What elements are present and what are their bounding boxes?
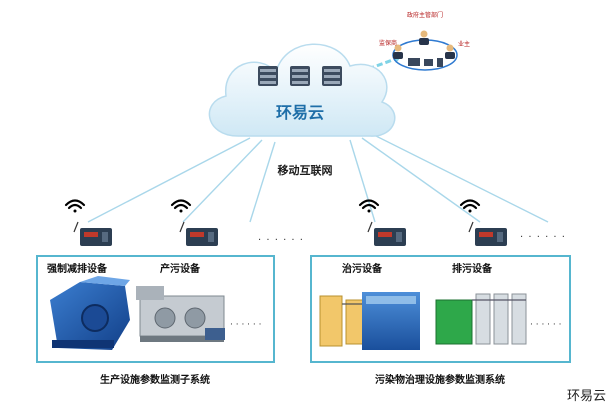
cloud-label: 环易云 bbox=[276, 103, 324, 122]
device-label-discharge: 排污设备 bbox=[452, 262, 493, 275]
wifi-icon bbox=[459, 199, 481, 213]
monitoring-terminal-icon bbox=[179, 221, 218, 246]
tablet-icon bbox=[424, 59, 433, 66]
server-icon bbox=[322, 66, 342, 86]
monitoring-terminal-icon bbox=[367, 221, 406, 246]
treatment-tank-image bbox=[319, 292, 420, 350]
terminal-ellipsis: · · · · · · bbox=[258, 235, 304, 246]
terminal-ellipsis: · · · · · · bbox=[520, 232, 566, 243]
wifi-icon bbox=[358, 199, 380, 213]
user-avatar-icon bbox=[445, 44, 455, 59]
network-label: 移动互联网 bbox=[278, 163, 333, 177]
cloud-icon bbox=[208, 43, 396, 137]
user-avatar-icon bbox=[393, 44, 403, 59]
discharge-unit-image bbox=[435, 293, 527, 345]
subsystem-title-treatment: 污染物治理设施参数监测系统 bbox=[375, 373, 505, 386]
user-label-government: 政府主管部门 bbox=[407, 11, 443, 19]
wifi-icon bbox=[170, 199, 192, 213]
server-icon bbox=[258, 66, 278, 86]
monitor-icon bbox=[408, 58, 420, 66]
user-group bbox=[392, 30, 458, 71]
watermark-label: 环易云 bbox=[567, 389, 606, 404]
phone-icon bbox=[437, 58, 443, 67]
device-label-pollution-producing: 产污设备 bbox=[160, 262, 201, 275]
device-label-pollution-control: 治污设备 bbox=[342, 262, 383, 275]
monitoring-terminal-icon bbox=[73, 221, 112, 246]
device-ellipsis: · · · · · · bbox=[230, 320, 261, 330]
device-ellipsis: · · · · · · bbox=[530, 320, 561, 330]
wifi-icon bbox=[64, 199, 86, 213]
press-machine-image bbox=[136, 286, 225, 342]
user-label-supervisor: 监保商 bbox=[379, 39, 397, 47]
user-avatar-icon bbox=[419, 30, 429, 45]
server-icon bbox=[290, 66, 310, 86]
user-link-arrow bbox=[359, 56, 399, 74]
crusher-machine-image bbox=[50, 276, 130, 350]
user-label-owner: 业主 bbox=[458, 40, 470, 48]
monitoring-terminal-icon bbox=[468, 221, 507, 246]
network-links bbox=[87, 133, 549, 223]
server-icons bbox=[258, 66, 342, 86]
device-label-forced-reduction: 强制减排设备 bbox=[47, 262, 108, 275]
subsystem-title-production: 生产设施参数监测子系统 bbox=[100, 373, 210, 386]
